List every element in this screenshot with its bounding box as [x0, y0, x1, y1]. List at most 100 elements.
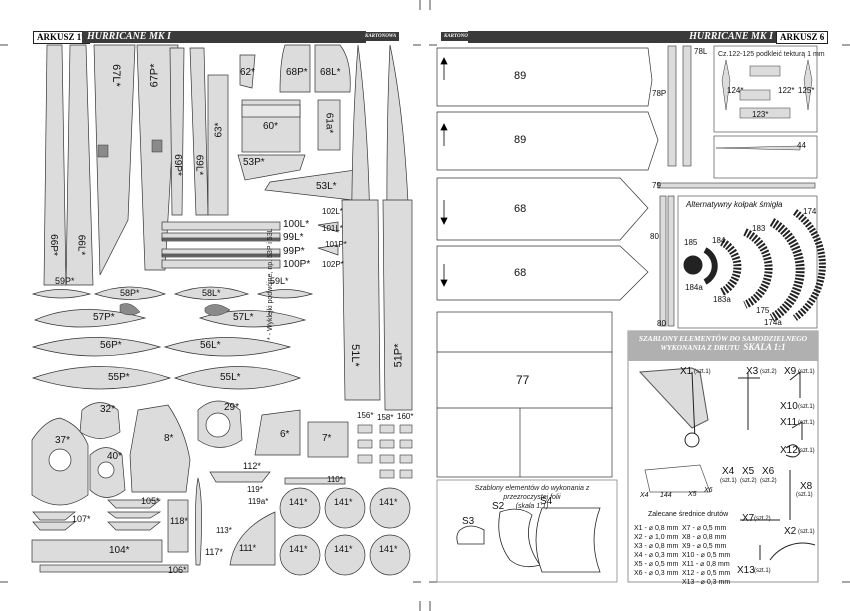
label-101L: 101L* — [322, 224, 343, 233]
part-99P — [161, 248, 281, 258]
wire-title-line-1: SZABLONY ELEMENTÓW DO SAMODZIELNEGO — [638, 334, 808, 343]
label-141-f: 141* — [379, 544, 398, 554]
wire-diameter-list-1: X1 - ⌀ 0,8 mm X2 - ⌀ 1,0 mm X3 - ⌀ 0,8 m… — [634, 524, 678, 578]
label-102P: 102P* — [322, 260, 344, 269]
wire-scale: SKALA 1:1 — [743, 342, 786, 352]
part-89-bottom — [436, 111, 659, 171]
label-X8-qty: (szt.1) — [796, 492, 813, 498]
part-58P — [93, 286, 167, 300]
sheet-label-left: ARKUSZ 1* — [33, 31, 90, 44]
label-100L: 100L* — [283, 219, 310, 230]
wire-row: X3 - ⌀ 0,8 mm — [634, 543, 679, 550]
part-99L — [161, 232, 281, 242]
label-X13: X13 — [737, 565, 755, 576]
label-102L: 102L* — [322, 207, 343, 216]
nose-outline — [644, 464, 711, 493]
label-174: 174 — [803, 207, 817, 216]
label-X1: X1 — [680, 366, 693, 377]
label-113: 113* — [216, 526, 232, 535]
part-58L — [173, 286, 250, 300]
label-183: 183 — [752, 224, 766, 233]
part-55P — [31, 366, 172, 390]
foil-S4 — [535, 507, 601, 573]
wire-panel-title: SZABLONY ELEMENTÓW DO SAMODZIELNEGO WYKO… — [630, 334, 816, 352]
label-68-top: 68 — [514, 203, 527, 215]
part-69P — [169, 47, 185, 216]
part-117 — [194, 477, 202, 566]
label-55P: 55P* — [108, 372, 130, 383]
part-6 — [254, 409, 301, 456]
part-53P — [237, 154, 306, 181]
label-S3: S3 — [462, 516, 475, 527]
label-X7: X7 — [742, 513, 755, 524]
label-124: 124* — [727, 86, 744, 95]
label-56P: 56P* — [100, 340, 122, 351]
label-185: 185 — [684, 238, 698, 247]
label-106: 106* — [168, 565, 187, 575]
part-122 — [749, 65, 781, 77]
label-X3: X3 — [746, 366, 759, 377]
label-32: 32* — [100, 404, 116, 415]
wire-row: X5 - ⌀ 0,5 mm — [634, 561, 679, 568]
label-175: 175 — [756, 306, 770, 315]
label-58P: 58P* — [120, 288, 140, 298]
label-141-b: 141* — [334, 497, 353, 507]
label-156: 156* — [357, 411, 374, 420]
label-X13-qty: (szt.1) — [754, 568, 771, 574]
foil-scale: (skala 1:1) — [515, 503, 549, 510]
label-X6-qty: (szt.2) — [760, 478, 777, 484]
label-117: 117* — [205, 547, 223, 557]
part-80-a — [659, 195, 667, 327]
label-57P: 57P* — [93, 312, 115, 323]
part-118 — [167, 499, 189, 553]
label-29: 29* — [224, 402, 240, 413]
label-105: 105* — [141, 496, 160, 506]
wire-panel-header — [628, 331, 818, 361]
label-X4: X4 — [722, 466, 735, 477]
part-78P — [667, 45, 677, 167]
wire-row: X4 - ⌀ 0,3 mm — [634, 552, 679, 559]
part-111 — [229, 511, 276, 566]
label-99P: 99P* — [283, 246, 305, 257]
part-110 — [284, 477, 346, 485]
label-158: 158* — [377, 413, 394, 422]
label-125: 125* — [798, 86, 815, 95]
part-112 — [209, 471, 271, 483]
label-X7-qty: (szt.2) — [754, 516, 771, 522]
label-80-b: 80 — [657, 319, 666, 328]
label-77: 77 — [516, 373, 530, 387]
page-title-left: HURRICANE MK I — [87, 31, 171, 42]
label-141-c: 141* — [379, 497, 398, 507]
label-S4: S4 — [540, 496, 553, 507]
label-X6: X6 — [762, 466, 775, 477]
label-59L: 59L* — [270, 276, 289, 286]
label-89-top: 89 — [514, 70, 527, 82]
title-bar-left: HURRICANE MK I — [82, 31, 366, 43]
label-183a: 183a — [713, 295, 731, 304]
label-X5-drawing: X5 — [688, 491, 697, 498]
label-111: 111* — [239, 543, 257, 553]
parts-drawing-left — [31, 44, 413, 576]
label-144: 144 — [660, 492, 672, 499]
part-106 — [39, 564, 189, 573]
label-X2: X2 — [784, 526, 797, 537]
label-X3-qty: (szt.2) — [760, 369, 777, 375]
label-80-a: 80 — [650, 232, 659, 241]
label-X4-qty: (szt.1) — [720, 478, 737, 484]
part-68-top — [436, 177, 649, 241]
label-118: 118* — [170, 516, 188, 526]
label-X10-qty: (szt.1) — [798, 404, 815, 410]
label-60: 60* — [263, 121, 279, 132]
label-6: 6* — [280, 429, 290, 440]
label-44: 44 — [797, 141, 806, 150]
label-141-d: 141* — [289, 544, 308, 554]
wire-row: X13 - ⌀ 0,3 mm — [682, 579, 731, 586]
part-100P — [161, 259, 281, 269]
note-cardboard: Cz.122-125 podkleić tekturą 1 mm — [718, 51, 825, 58]
label-7: 7* — [322, 433, 332, 444]
label-37: 37* — [55, 435, 71, 446]
wire-row: X8 - ⌀ 0,8 mm — [682, 534, 727, 541]
part-66L-strip — [65, 44, 94, 286]
label-8: 8* — [164, 433, 174, 444]
